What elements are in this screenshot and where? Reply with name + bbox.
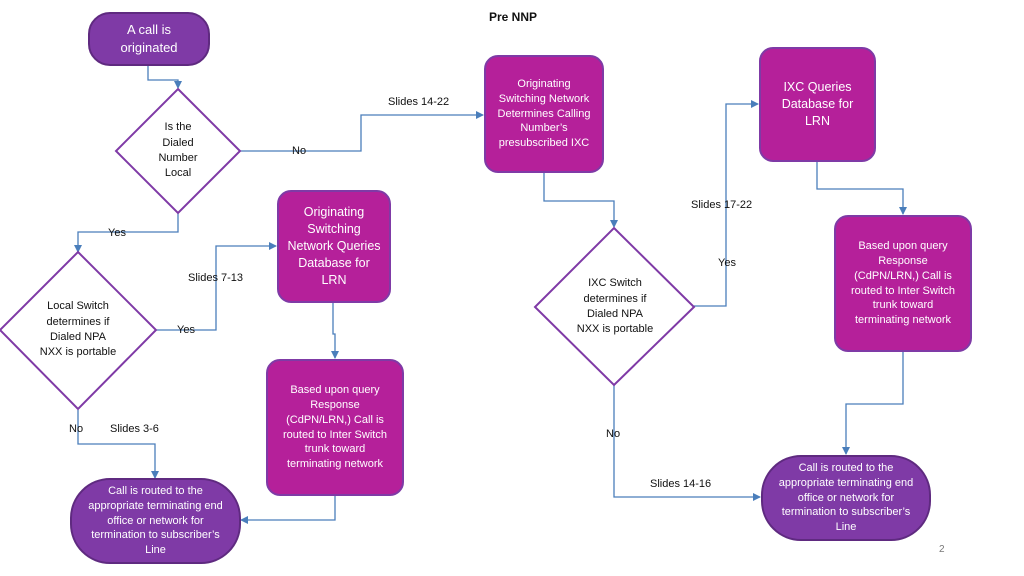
edge-label-no-portable: No — [69, 423, 84, 435]
edge-label-slides-14-22: Slides 14-22 — [388, 96, 450, 108]
edge-label-yes-local: Yes — [108, 227, 126, 239]
decision-label-local: Is the Dialed Number Local — [158, 121, 198, 180]
node-osn-determines-ixc: Originating Switching Network Determines… — [484, 55, 604, 173]
node-osn-queries-lrn: Originating Switching Network Queries Da… — [277, 190, 391, 303]
node-call-originated: A call is originated — [88, 12, 210, 66]
node-query-response-left: Based upon query Response (CdPN/LRN,) Ca… — [266, 359, 404, 496]
connector-local-no-to-ixc — [240, 111, 484, 152]
edge-label-yes-portable: Yes — [177, 324, 195, 336]
decision-label-ixc: IXC Switch determines if Dialed NPA NXX … — [576, 277, 654, 336]
node-routed-right: Call is routed to the appropriate termin… — [761, 455, 931, 541]
node-routed-left: Call is routed to the appropriate termin… — [70, 478, 241, 564]
edge-label-yes-ixc: Yes — [718, 257, 736, 269]
edge-label-no-ixc: No — [606, 428, 621, 440]
connector-ixc-lrn-to-response — [816, 161, 907, 215]
edge-label-slides-3-6: Slides 3-6 — [110, 423, 159, 435]
connector-ixc-no-to-routed — [613, 385, 761, 501]
edge-label-slides-17-22: Slides 17-22 — [691, 199, 753, 211]
edge-label-no-local: No — [292, 145, 307, 157]
edge-label-slides-7-13: Slides 7-13 — [188, 272, 244, 284]
connector-response-to-routed-right — [842, 351, 904, 455]
node-ixc-queries-lrn: IXC Queries Database for LRN — [759, 47, 876, 162]
page-title: Pre NNP — [489, 10, 538, 24]
connector-ixc-yes-to-ixc-lrn — [694, 100, 759, 307]
connector-originated-to-local — [147, 66, 182, 89]
page-number: 2 — [939, 544, 945, 555]
decision-label-portable: Local Switch determines if Dialed NPA NX… — [39, 300, 117, 359]
connector-ixc-to-ixc-portable — [543, 173, 618, 228]
decision-diamond-portable — [0, 250, 158, 411]
connector-portable-no-to-routed — [77, 410, 159, 479]
edge-label-slides-14-16: Slides 14-16 — [650, 478, 712, 490]
decision-diamond-local — [114, 87, 242, 215]
node-query-response-right: Based upon query Response (CdPN/LRN,) Ca… — [834, 215, 972, 352]
connector-portable-yes-to-lrn — [156, 242, 277, 331]
connector-lrn-to-response — [331, 302, 339, 359]
decision-diamond-ixc — [533, 226, 696, 387]
connector-local-yes-to-portable — [74, 213, 179, 253]
connector-response-to-routed — [240, 496, 336, 524]
